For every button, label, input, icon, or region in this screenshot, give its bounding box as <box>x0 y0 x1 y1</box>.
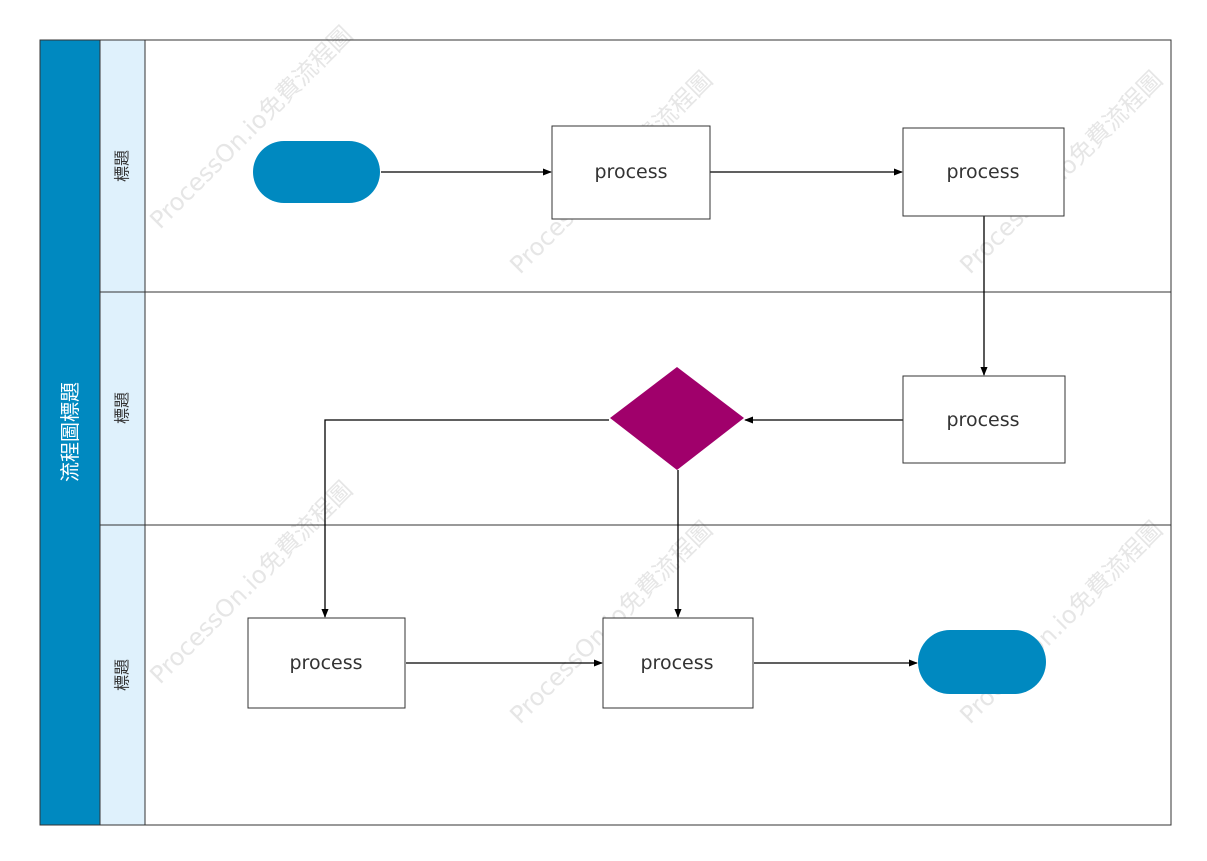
lane-label-3: 標題 <box>113 659 132 691</box>
process-node-5-label: process <box>640 652 713 674</box>
lane-label-2: 標題 <box>113 392 132 424</box>
watermark-6: ProcessOn.io免費流程圖 <box>954 516 1168 730</box>
start-terminator[interactable] <box>253 141 380 203</box>
lane-label-1: 標題 <box>113 150 132 182</box>
connectors <box>321 168 988 667</box>
process-node-2-label: process <box>946 161 1019 183</box>
nodes[interactable]: process process process process process <box>247 125 1066 709</box>
process-node-5[interactable]: process <box>602 617 754 709</box>
lane-header-3 <box>99 524 146 826</box>
pool-title: 流程圖標題 <box>58 382 82 482</box>
lane-body-3 <box>144 524 1172 826</box>
process-node-2[interactable]: process <box>902 127 1065 217</box>
process-node-1[interactable]: process <box>551 125 711 220</box>
pool: 流程圖標題 標題 標題 標題 <box>39 39 1172 826</box>
process-node-4-label: process <box>289 652 362 674</box>
end-terminator[interactable] <box>918 630 1046 694</box>
lane-header-2 <box>99 291 146 526</box>
process-node-1-label: process <box>594 161 667 183</box>
process-node-3-label: process <box>946 409 1019 431</box>
pool-header <box>39 39 101 826</box>
decision-diamond[interactable] <box>610 367 744 470</box>
process-node-4[interactable]: process <box>247 617 406 709</box>
process-node-3[interactable]: process <box>902 375 1066 464</box>
edge-decision-p4 <box>321 419 609 618</box>
